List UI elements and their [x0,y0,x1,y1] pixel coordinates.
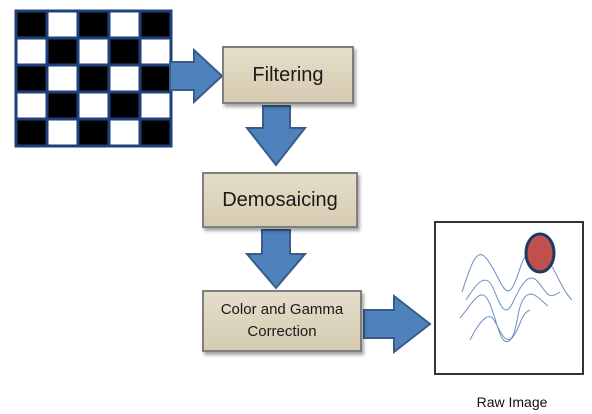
checker-cell [45,63,80,94]
checker-cell [107,36,142,67]
checker-cell [138,63,173,94]
checker-cell [107,117,142,148]
checker-cell [107,90,142,121]
step-color-gamma-label: Color and Gamma Correction [220,301,344,340]
checker-cell [138,117,173,148]
checker-cell [76,63,111,94]
checker-cell [45,90,80,121]
checker-cell [138,90,173,121]
checker-cell [76,117,111,148]
checker-cell [14,90,49,121]
step-color-gamma-correction: Color and Gamma Correction [202,290,362,352]
raw-image-frame [434,221,584,375]
checker-cell [76,36,111,67]
checker-cell [14,36,49,67]
checker-cell [107,63,142,94]
raw-image-label: Raw Image [476,394,548,410]
step-filtering-label: Filtering [252,63,324,86]
checker-cell [14,117,49,148]
checker-cell [107,9,142,40]
checker-cell [76,90,111,121]
checker-cell [138,36,173,67]
step-demosaicing-label: Demosaicing [222,188,338,211]
red-blob [524,232,556,274]
checker-cell [45,36,80,67]
checker-cell [138,9,173,40]
arrow-down-2 [244,229,308,290]
arrow-down-1 [244,105,308,167]
step-demosaicing: Demosaicing [202,172,358,228]
step-filtering: Filtering [222,46,354,104]
checkerboard-pattern [14,9,173,148]
checker-cell [45,9,80,40]
checker-cell [14,63,49,94]
checker-cell [76,9,111,40]
checker-cell [45,117,80,148]
arrow-right-1 [169,47,224,105]
arrow-right-2 [363,293,432,355]
checker-cell [14,9,49,40]
